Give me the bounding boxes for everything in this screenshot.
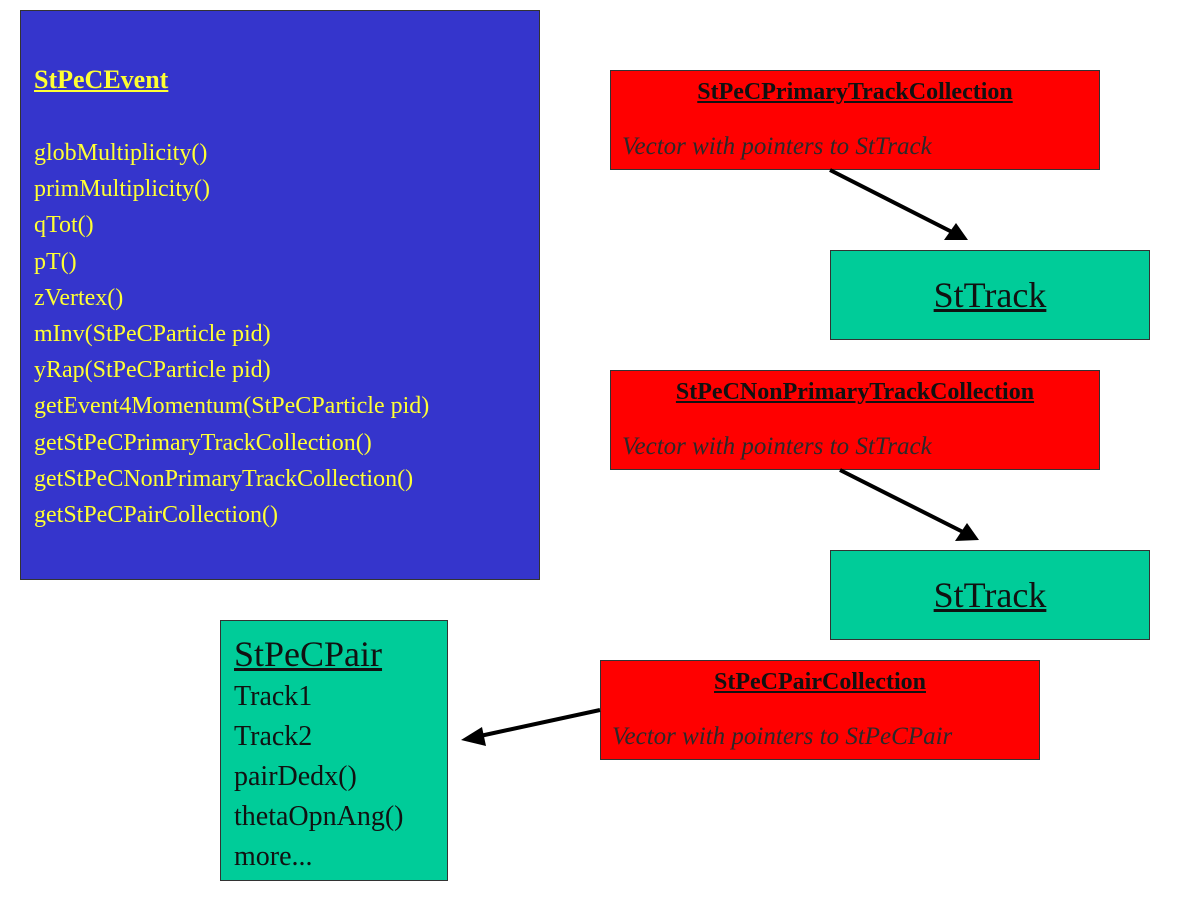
- method-item: primMultiplicity(): [34, 176, 210, 203]
- stpecpair-item-list: Track1 Track2 pairDedx() thetaOpnAng() m…: [234, 677, 404, 877]
- arrowhead-primary: [944, 223, 968, 240]
- method-item: getEvent4Momentum(StPeCParticle pid): [34, 393, 430, 420]
- nonprimary-track-collection-desc: Vector with pointers to StTrack: [622, 433, 932, 460]
- method-item: mInv(StPeCParticle pid): [34, 321, 271, 348]
- primary-sttrack-label: StTrack: [933, 275, 1047, 315]
- arrowhead-nonprimary: [955, 523, 979, 541]
- primary-track-collection-title: StPeCPrimaryTrackCollection: [697, 79, 1013, 105]
- stpecevent-method-list: globMultiplicity() primMultiplicity() qT…: [34, 135, 429, 533]
- pair-item: Track2: [234, 721, 313, 752]
- nonprimary-sttrack-label: StTrack: [933, 575, 1047, 615]
- primary-track-collection-box: StPeCPrimaryTrackCollection Vector with …: [610, 70, 1100, 170]
- pair-item: more...: [234, 841, 313, 872]
- method-item: yRap(StPeCParticle pid): [34, 357, 271, 384]
- method-item: getStPeCPrimaryTrackCollection(): [34, 429, 372, 456]
- nonprimary-track-collection-box: StPeCNonPrimaryTrackCollection Vector wi…: [610, 370, 1100, 470]
- method-item: getStPeCNonPrimaryTrackCollection(): [34, 465, 414, 492]
- pair-item: thetaOpnAng(): [234, 801, 404, 832]
- pair-item: Track1: [234, 681, 313, 712]
- stpecevent-box: StPeCEvent globMultiplicity() primMultip…: [20, 10, 540, 580]
- pair-item: pairDedx(): [234, 761, 357, 792]
- arrow-pair-collection-to-stpecpair: [479, 708, 601, 738]
- pair-collection-title: StPeCPairCollection: [714, 669, 926, 695]
- pair-collection-box: StPeCPairCollection Vector with pointers…: [600, 660, 1040, 760]
- method-item: zVertex(): [34, 284, 124, 311]
- method-item: qTot(): [34, 212, 94, 239]
- method-item: pT(): [34, 248, 77, 275]
- pair-collection-desc: Vector with pointers to StPeCPair: [612, 723, 953, 750]
- arrowhead-pair: [461, 727, 486, 746]
- primary-track-collection-desc: Vector with pointers to StTrack: [622, 133, 932, 160]
- stpecpair-title: StPeCPair: [234, 634, 383, 674]
- arrow-nonprimary-collection-to-sttrack: [839, 468, 964, 534]
- primary-sttrack-box: StTrack: [830, 250, 1150, 340]
- method-item: getStPeCPairCollection(): [34, 502, 278, 529]
- stpecpair-box: StPeCPair Track1 Track2 pairDedx() theta…: [220, 620, 448, 881]
- method-item: globMultiplicity(): [34, 140, 208, 166]
- arrow-primary-collection-to-sttrack: [829, 168, 953, 234]
- nonprimary-sttrack-box: StTrack: [830, 550, 1150, 640]
- stpecevent-title: StPeCEvent: [34, 65, 169, 94]
- nonprimary-track-collection-title: StPeCNonPrimaryTrackCollection: [675, 379, 1035, 405]
